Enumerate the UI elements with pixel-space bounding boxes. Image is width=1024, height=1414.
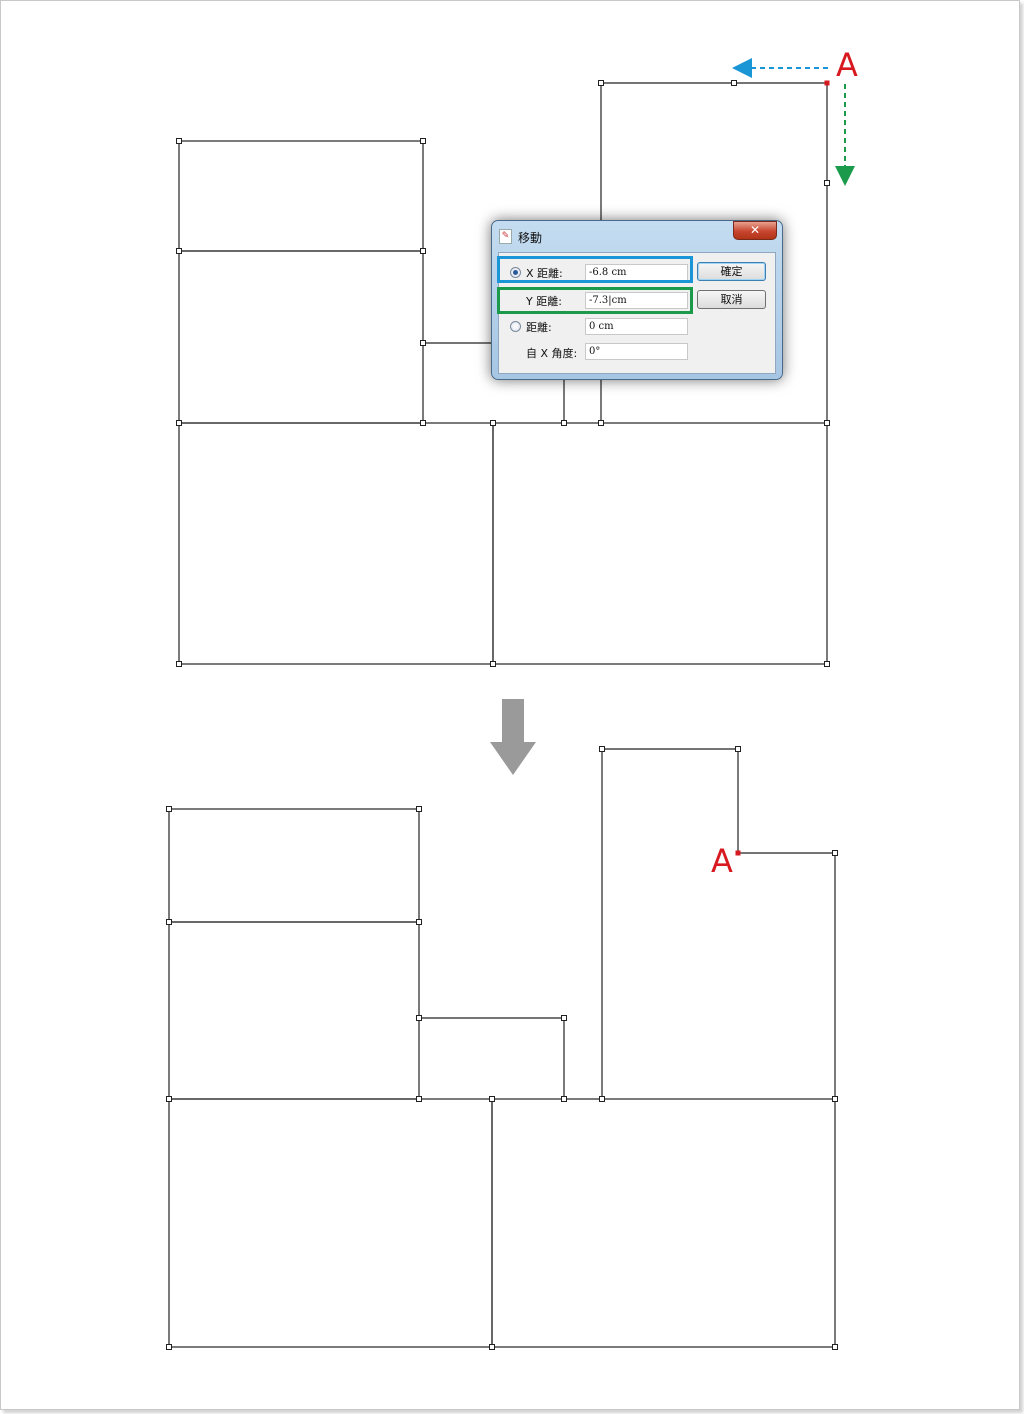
transition-arrow-icon	[490, 699, 536, 775]
room-top-left-small	[178, 140, 424, 252]
distance-label: 距離:	[526, 321, 552, 334]
y-distance-field[interactable]: -7.3|cm	[585, 292, 688, 309]
room-tall-right	[601, 748, 836, 1099]
room-bottom-right	[492, 422, 828, 665]
room-left-middle	[178, 250, 424, 424]
y-distance-highlight	[497, 287, 693, 314]
vertex-handles-after	[166, 746, 838, 1350]
dialog-title: 移動	[518, 231, 543, 245]
close-icon: ✕	[749, 223, 761, 237]
point-a-marker[interactable]	[824, 80, 830, 86]
plan-after	[168, 748, 836, 1348]
room-bottom-right	[491, 1098, 836, 1348]
polar-distance-radio[interactable]	[510, 321, 521, 332]
distance-field[interactable]: 0 cm	[585, 318, 688, 335]
point-a-label: A	[836, 46, 858, 84]
room-bottom-left	[168, 1098, 493, 1348]
document-icon: ✎	[499, 229, 512, 244]
cancel-button[interactable]: 取消	[697, 290, 766, 309]
room-top-left-small	[168, 808, 420, 923]
room-bottom-left	[178, 422, 494, 665]
close-button[interactable]: ✕	[733, 221, 777, 240]
angle-label: 自 X 角度:	[526, 347, 578, 360]
room-connector	[419, 1017, 565, 1099]
room-left-middle	[168, 921, 420, 1100]
vertex-handles-before	[176, 80, 830, 667]
angle-field[interactable]: 0°	[585, 343, 688, 360]
x-distance-highlight	[497, 256, 693, 283]
xy-distance-radio[interactable]	[510, 267, 521, 278]
x-distance-label: X 距離:	[526, 267, 563, 280]
y-distance-label: Y 距離:	[526, 295, 562, 308]
point-a-label-moved: A	[711, 842, 733, 880]
point-a-marker-moved[interactable]	[735, 850, 741, 856]
ok-button[interactable]: 確定	[697, 262, 766, 281]
